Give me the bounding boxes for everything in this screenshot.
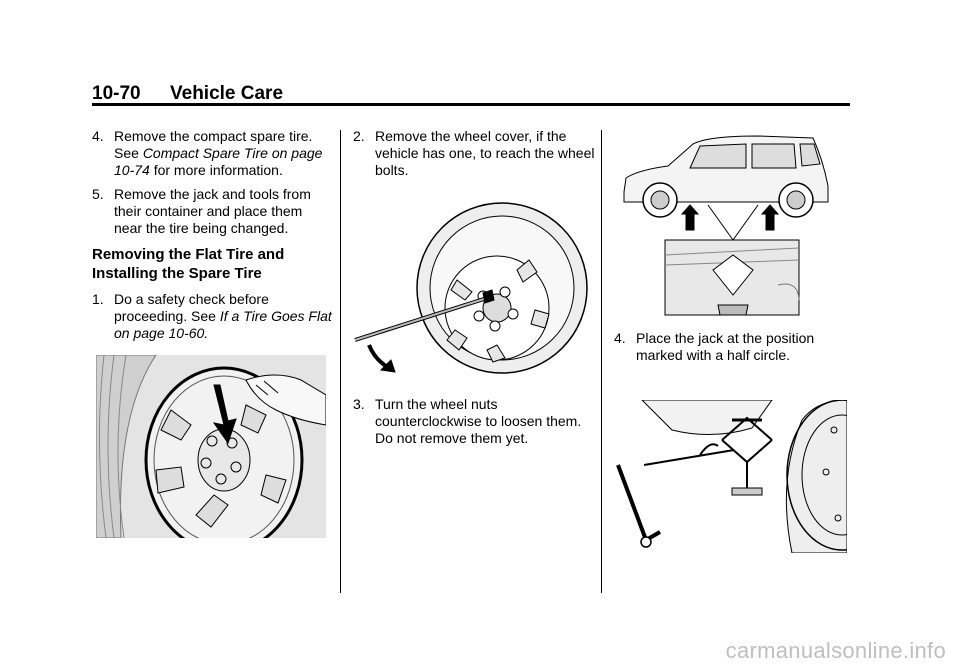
step-number: 3.: [353, 396, 365, 412]
wheel-cover-removal-illustration: [96, 355, 326, 538]
step-number: 2.: [353, 128, 365, 144]
page-header: 10-70 Vehicle Care: [92, 83, 283, 105]
section-heading: Removing the Flat Tire and Installing th…: [92, 246, 285, 282]
step-text: Turn the wheel nuts counterclockwise to …: [375, 396, 582, 446]
step-number: 4.: [92, 128, 104, 144]
watermark: carmanualsonline.info: [725, 638, 946, 663]
page-number: 10-70: [92, 83, 141, 104]
step-text: Remove the compact spare tire.: [114, 128, 313, 144]
column-3: 4. Place the jack at the position marked…: [614, 330, 850, 364]
step-number: 5.: [92, 186, 104, 202]
see-text: See: [114, 145, 139, 161]
step-text: Remove the wheel cover, if the vehicle h…: [375, 128, 595, 178]
header-rule: [92, 103, 850, 106]
step-4-place-jack: 4. Place the jack at the position marked…: [614, 330, 850, 364]
column-2-lower: 3. Turn the wheel nuts counterclockwise …: [353, 396, 595, 447]
column-2: 2. Remove the wheel cover, if the vehicl…: [353, 128, 595, 179]
wheel-nut-wrench-illustration: [354, 202, 588, 374]
step-text: Place the jack at the position marked wi…: [636, 330, 815, 363]
column-1: 4. Remove the compact spare tire. See Co…: [92, 128, 334, 342]
jack-position-illustration: [623, 135, 829, 316]
step-5-remove-jack: 5. Remove the jack and tools from their …: [92, 186, 334, 237]
step-text: Do a safety check before proceeding. See: [114, 291, 269, 324]
step-4-remove-spare: 4. Remove the compact spare tire. See Co…: [92, 128, 334, 179]
step-text: Remove the jack and tools from their con…: [114, 186, 311, 236]
step-2-remove-wheel-cover: 2. Remove the wheel cover, if the vehicl…: [353, 128, 595, 179]
cross-reference-link[interactable]: Compact Spare Tire on page 10-74: [114, 145, 323, 178]
step-number: 1.: [92, 291, 104, 307]
step-3-turn-wheel-nuts: 3. Turn the wheel nuts counterclockwise …: [353, 396, 595, 447]
column-divider-1: [340, 130, 341, 593]
section-title: Vehicle Care: [170, 83, 284, 104]
step-text-tail: for more information.: [153, 162, 283, 178]
step-number: 4.: [614, 330, 626, 346]
cross-reference-link[interactable]: If a Tire Goes Flat on page 10-60.: [114, 308, 332, 341]
column-divider-2: [601, 130, 602, 593]
step-1-safety-check: 1. Do a safety check before proceeding. …: [92, 291, 334, 342]
jack-and-wrench-illustration: [616, 400, 847, 553]
